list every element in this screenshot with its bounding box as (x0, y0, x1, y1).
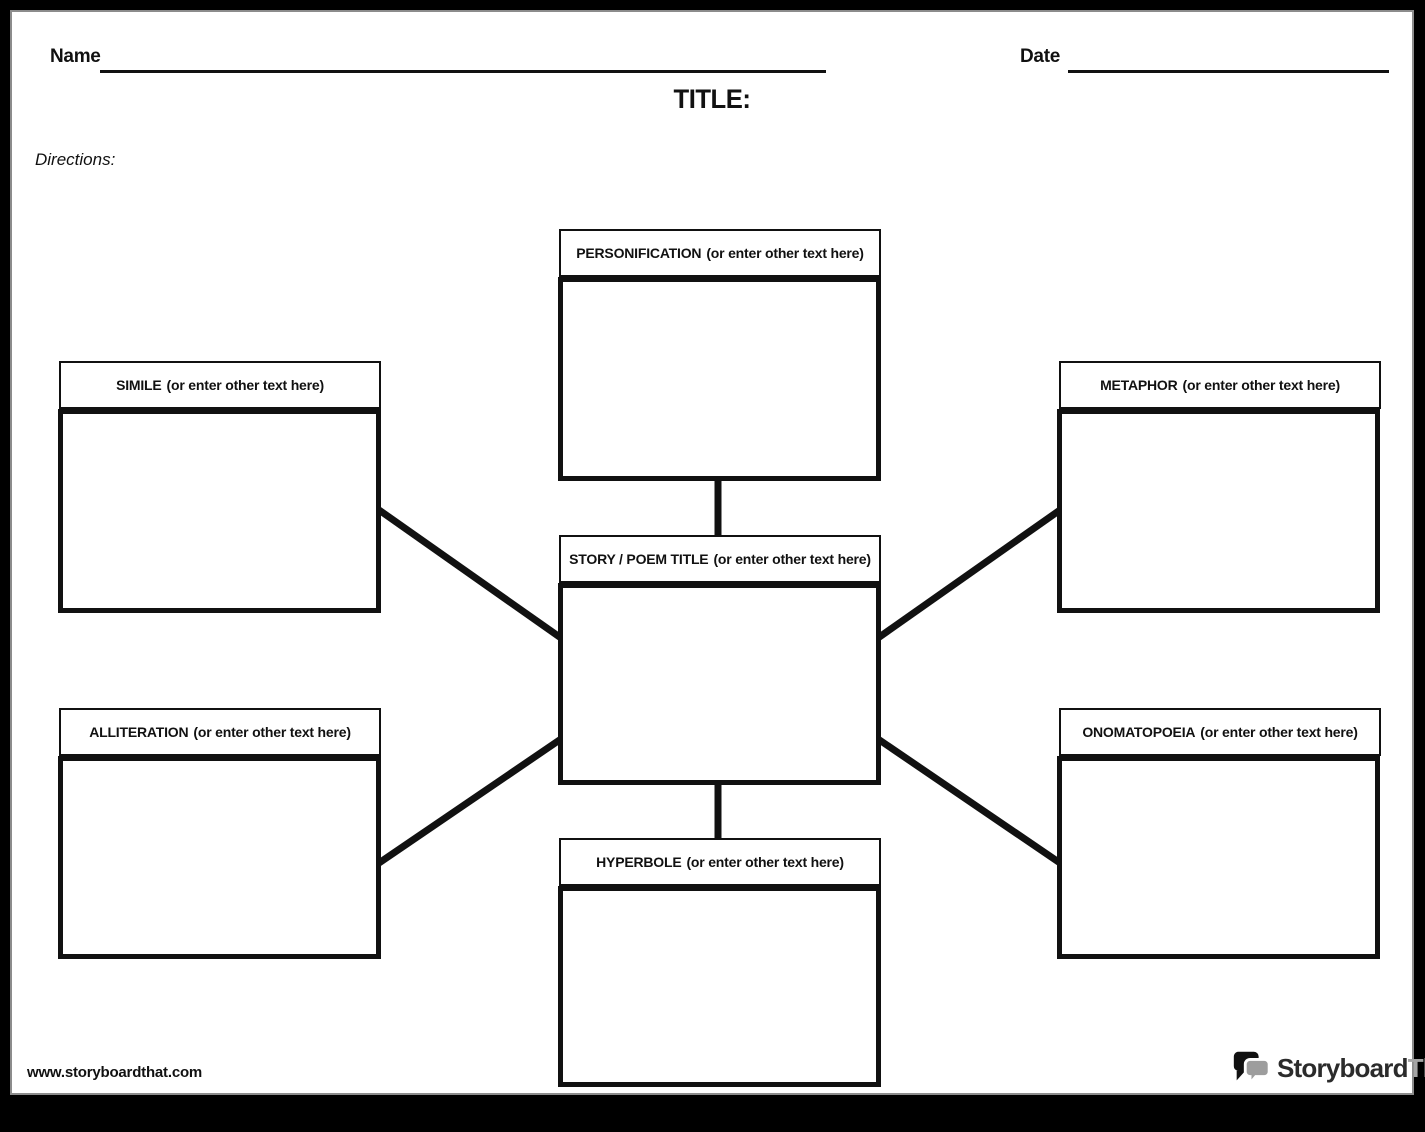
metaphor-hint: (or enter other text here) (1182, 377, 1341, 393)
personification-term: PERSONIFICATION (576, 245, 702, 261)
story-poem-title-content-box[interactable] (558, 583, 881, 785)
storyboardthat-logo: StoryboardThat (1230, 1048, 1425, 1088)
hyperbole-term: HYPERBOLE (596, 854, 682, 870)
connector-alliteration (377, 736, 563, 866)
simile-label[interactable]: SIMILE (or enter other text here) (59, 361, 381, 409)
date-input-line[interactable] (1068, 70, 1389, 73)
alliteration-term: ALLITERATION (89, 724, 189, 740)
name-input-line[interactable] (100, 70, 826, 73)
simile-hint: (or enter other text here) (166, 377, 325, 393)
name-label: Name (50, 46, 101, 67)
logo-text: StoryboardThat (1277, 1053, 1425, 1084)
logo-text-secondary: That (1407, 1052, 1425, 1083)
personification-label[interactable]: PERSONIFICATION (or enter other text her… (559, 229, 881, 277)
onomatopoeia-term: ONOMATOPOEIA (1082, 724, 1196, 740)
simile-content-box[interactable] (58, 409, 381, 613)
onomatopoeia-label[interactable]: ONOMATOPOEIA (or enter other text here) (1059, 708, 1381, 756)
connector-metaphor (875, 507, 1063, 641)
speech-bubbles-icon (1233, 1051, 1271, 1088)
hyperbole-hint: (or enter other text here) (686, 854, 844, 870)
personification-content-box[interactable] (558, 277, 881, 481)
metaphor-content-box[interactable] (1057, 409, 1380, 613)
simile-term: SIMILE (116, 377, 162, 393)
logo-text-primary: Storyboard (1277, 1052, 1408, 1083)
onomatopoeia-hint: (or enter other text here) (1200, 724, 1358, 740)
date-label: Date (1020, 46, 1060, 67)
directions-label: Directions: (35, 150, 116, 169)
story-poem-title-term: STORY / POEM TITLE (569, 551, 709, 567)
page-title: TITLE: (673, 84, 751, 114)
alliteration-label[interactable]: ALLITERATION (or enter other text here) (59, 708, 381, 756)
connector-simile (376, 507, 564, 641)
onomatopoeia-content-box[interactable] (1057, 756, 1380, 959)
story-poem-title-label[interactable]: STORY / POEM TITLE (or enter other text … (559, 535, 881, 583)
story-poem-title-hint: (or enter other text here) (713, 551, 871, 567)
personification-hint: (or enter other text here) (706, 245, 864, 261)
connector-onomatopoeia (876, 736, 1062, 866)
metaphor-term: METAPHOR (1100, 377, 1178, 393)
worksheet-page: Name Date TITLE: Directions: PERSONIFICA… (10, 10, 1425, 1095)
alliteration-hint: (or enter other text here) (193, 724, 351, 740)
alliteration-content-box[interactable] (58, 756, 381, 959)
hyperbole-label[interactable]: HYPERBOLE (or enter other text here) (559, 838, 881, 886)
website-url: www.storyboardthat.com (27, 1064, 203, 1081)
metaphor-label[interactable]: METAPHOR (or enter other text here) (1059, 361, 1381, 409)
hyperbole-content-box[interactable] (558, 886, 881, 1087)
